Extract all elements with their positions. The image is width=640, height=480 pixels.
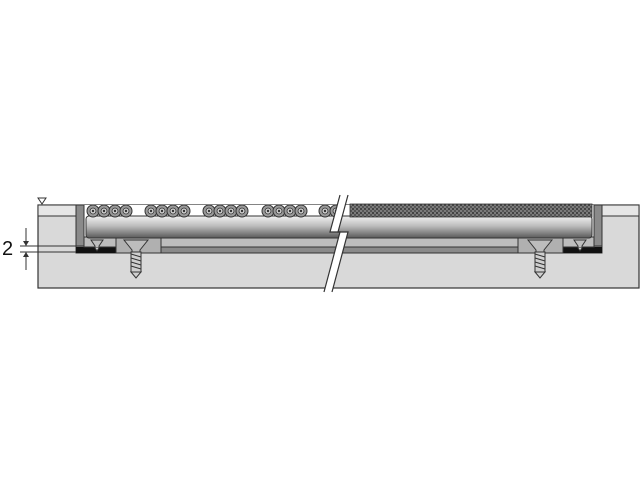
textile-inserts-right (349, 203, 593, 218)
level-marker-icon (37, 197, 47, 205)
dimension-marker (20, 228, 76, 270)
break-line (323, 194, 349, 293)
dimension-value: 2 (2, 238, 14, 260)
